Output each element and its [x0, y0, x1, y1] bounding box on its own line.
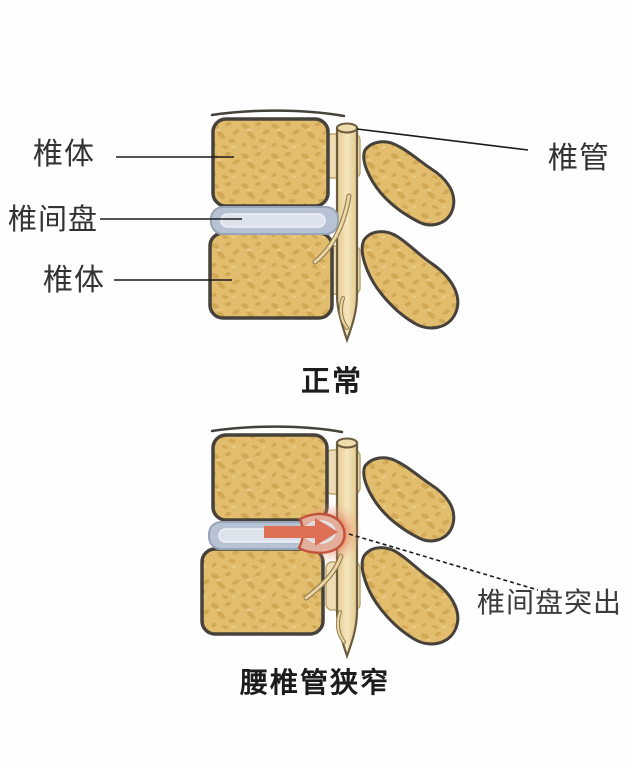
caption-normal: 正常: [301, 366, 364, 398]
spinous-process-lower: [360, 230, 460, 330]
pointer-disc-herniation: [348, 533, 539, 591]
label-disc-herniation: 椎间盘突出: [477, 587, 623, 618]
caption-lumbar-stenosis: 腰椎管狭窄: [240, 667, 391, 698]
vertebral-body-upper-shape: [211, 433, 329, 522]
disc-nucleus: [220, 213, 326, 228]
vertebral-body-lower-shape: [200, 547, 325, 636]
pointer-lines: [100, 128, 539, 591]
vertebral-body-lower-shape: [208, 231, 334, 320]
adjacent-vertebra-edge: [210, 425, 344, 434]
label-spinal-canal: 椎管: [548, 142, 610, 175]
spinous-process-lower: [360, 546, 460, 646]
vertebral-body-upper-shape: [211, 117, 330, 208]
stenosis-spine-figure: [200, 425, 460, 660]
normal-spine-figure: [208, 109, 460, 344]
spinal-canal-opening: [336, 437, 358, 449]
label-vertebral-body-lower: 椎体: [43, 264, 105, 297]
herniation-direction-arrow-icon: [264, 518, 338, 546]
nerve-root: [312, 193, 352, 330]
adjacent-vertebra-edge: [210, 109, 346, 118]
spinal-canal-opening: [336, 122, 358, 134]
pointer-spinal-canal: [356, 128, 529, 151]
spinous-process-upper: [362, 140, 456, 227]
label-vertebral-body-upper: 椎体: [33, 138, 95, 171]
spinous-process-upper: [362, 456, 456, 543]
label-intervertebral-disc: 椎间盘: [8, 204, 99, 236]
